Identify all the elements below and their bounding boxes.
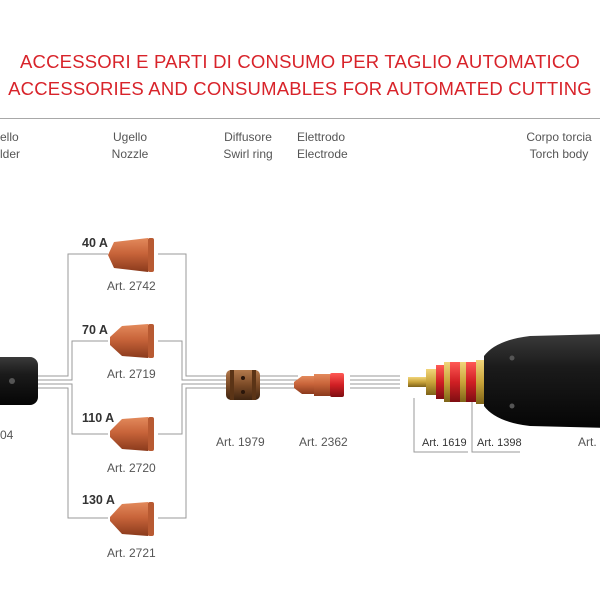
- nozzle-70a-art: Art. 2719: [107, 367, 156, 381]
- torch-body-header-it: Corpo torcia: [526, 130, 592, 144]
- holder-header-it: ello: [0, 130, 19, 144]
- nozzle-header-en: Nozzle: [111, 147, 149, 161]
- nozzle-110a: [110, 417, 154, 451]
- nozzle-130a-amp: 130 A: [82, 493, 115, 507]
- art-1619: Art. 1619: [422, 437, 467, 449]
- torch-body-header-en: Torch body: [529, 147, 589, 161]
- nozzle-header-it: Ugello: [112, 130, 148, 144]
- torch-body-header: Corpo torcia Torch body: [514, 129, 600, 163]
- electrode-header: Elettrodo Electrode: [297, 129, 348, 163]
- swirl-header-en: Swirl ring: [223, 147, 273, 161]
- torch-body-art: Art.: [578, 435, 597, 449]
- nozzle-70a-amp: 70 A: [82, 323, 108, 337]
- swirl-ring: [226, 370, 260, 400]
- torch-body: [484, 334, 600, 428]
- swirl-header-it: Diffusore: [224, 130, 272, 144]
- holder-art: 04: [0, 428, 14, 442]
- title-english: ACCESSORIES AND CONSUMABLES FOR AUTOMATE…: [8, 78, 592, 99]
- electrode: [294, 373, 344, 397]
- nozzle-130a: [110, 502, 154, 536]
- nozzle-holder: [0, 357, 38, 405]
- art-1398: Art. 1398: [477, 437, 522, 449]
- nozzle-130a-art: Art. 2721: [107, 546, 156, 560]
- connection-lines: [38, 253, 520, 519]
- nozzle-40a-art: Art. 2742: [107, 279, 156, 293]
- holder-header: ello lder: [0, 129, 20, 163]
- nozzle-40a-amp: 40 A: [82, 236, 108, 250]
- electrode-header-it: Elettrodo: [297, 130, 346, 144]
- holder-header-en: lder: [0, 147, 21, 161]
- swirl-ring-art: Art. 1979: [216, 435, 265, 449]
- electrode-art: Art. 2362: [299, 435, 348, 449]
- electrode-header-en: Electrode: [297, 147, 348, 161]
- nozzle-70a: [110, 324, 154, 358]
- nozzle-header: Ugello Nozzle: [95, 129, 165, 163]
- nozzle-40a: [108, 238, 154, 272]
- title-italian: ACCESSORI E PARTI DI CONSUMO PER TAGLIO …: [20, 51, 580, 72]
- swirl-header: Diffusore Swirl ring: [212, 129, 284, 163]
- header-rule: [0, 118, 600, 119]
- nozzle-110a-art: Art. 2720: [107, 461, 156, 475]
- torch-tip: [408, 360, 484, 404]
- nozzle-110a-amp: 110 A: [82, 411, 115, 425]
